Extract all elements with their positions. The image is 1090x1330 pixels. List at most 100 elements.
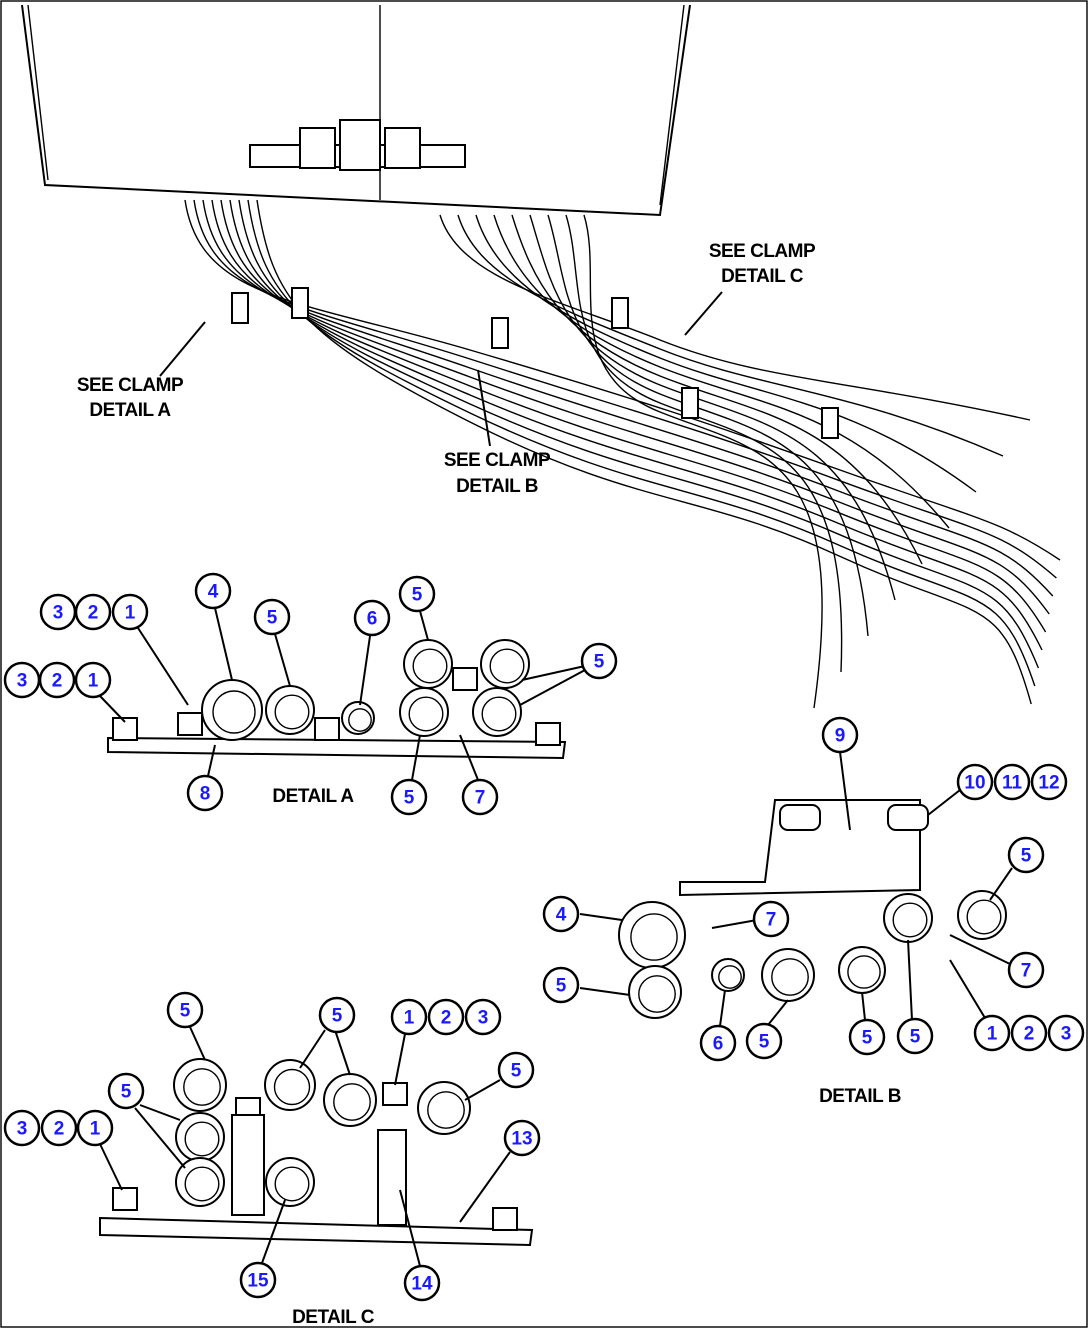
callout-number: 11 [1002,773,1023,794]
clamp-ring [711,958,745,992]
callout-5: 5 [1007,836,1045,874]
clamp-ring [618,901,686,969]
clamp-ring-inner [718,965,742,989]
callout-4: 4 [542,895,580,933]
clamp-spacer [377,1129,407,1226]
hose-line [583,214,823,709]
bolt-head [314,717,340,741]
see-clamp-detail-a-label: SEE CLAMP [77,375,184,396]
bolt-head [112,1187,138,1211]
callout-5: 5 [848,1018,886,1056]
leader-line [464,1079,501,1101]
clamp-ring [175,1112,225,1162]
see-clamp-detail-a-label-2: DETAIL A [89,400,171,421]
clamp-ring-inner [489,648,525,684]
callout-circle [745,1022,783,1060]
callout-circle [1030,763,1068,801]
callout-circle [166,991,204,1029]
callout-3: 3 [39,593,77,631]
callout-number: 7 [475,788,486,809]
clamp-ring [173,1058,227,1112]
callout-7: 7 [1007,951,1045,989]
leader-line [419,610,429,641]
callout-5: 5 [107,1072,145,1110]
leader-line [477,369,491,447]
callout-1: 1 [74,661,112,699]
callout-circle [503,1119,541,1157]
clamp-ring [628,965,682,1019]
callout-circle [74,593,112,631]
hose-clamp [491,317,509,349]
leader-lines [99,291,1013,1267]
clamp-ring [472,687,522,737]
callout-number: 5 [404,788,415,809]
bolt-head [452,667,478,691]
hose-line [193,199,1057,579]
detail-parts-drawing [99,639,1007,1247]
hose-line [493,214,950,529]
callout-circle [186,774,224,812]
leader-line [519,669,586,706]
callout-3: 3 [464,998,502,1036]
callout-number: 5 [511,1061,522,1082]
clamp-ring-inner [408,696,444,732]
leader-line [521,665,586,681]
callout-number: 3 [478,1008,489,1029]
callout-number: 5 [759,1032,770,1053]
cabinet-drawing [21,4,691,217]
leader-line [579,913,623,921]
callout-circle [76,1109,114,1147]
clamp-ring-inner [847,955,881,989]
hose-bundle-drawing [184,199,1061,709]
callout-2: 2 [427,998,465,1036]
callout-2: 2 [74,593,112,631]
callout-circle [752,900,790,938]
clamp-ring [265,1157,315,1207]
callout-5: 5 [253,598,291,636]
callout-circle [194,572,232,610]
clamp-ring-inner [184,1166,220,1202]
leader-line [207,744,216,777]
callout-circle [74,661,112,699]
hose-line [565,214,843,673]
leader-line [334,1029,351,1076]
callout-circle [993,763,1031,801]
callout-5: 5 [745,1022,783,1060]
clamp-ring [417,1081,471,1135]
callout-number: 4 [556,905,567,926]
callout-circle [403,1264,441,1302]
callout-circle [40,1109,78,1147]
hose-line [529,214,896,601]
callout-number: 4 [208,582,219,603]
callout-number: 5 [594,652,605,673]
leader-line [459,734,479,781]
detail-b-title: DETAIL B [819,1086,901,1107]
callout-circle [353,599,391,637]
clamp-ring-inner [771,958,809,996]
clamp-ring-inner [892,902,928,938]
detail-a-title: DETAIL A [272,786,354,807]
clamp-ring-inner [274,694,310,730]
callout-3: 3 [3,1109,41,1147]
callout-circle [580,642,618,680]
clamp-ring [264,1059,316,1111]
callout-7: 7 [752,900,790,938]
clamp-ring-inner [183,1068,221,1106]
clamp-ring [838,946,886,994]
leader-line [711,919,758,929]
callout-number: 15 [247,1271,269,1292]
callout-number: 2 [52,671,63,692]
bolt-head [112,717,138,741]
callout-9: 9 [821,716,859,754]
clamp-ring-inner [212,690,256,734]
bolt-head [382,1082,408,1106]
leader-line [861,991,866,1021]
callout-11: 11 [993,763,1031,801]
clamp-ring [341,701,375,735]
callout-number: 14 [411,1274,433,1295]
callout-number: 3 [53,603,64,624]
bolt-head [177,712,203,736]
leader-line [949,934,1013,966]
hose-clamp [291,287,309,319]
